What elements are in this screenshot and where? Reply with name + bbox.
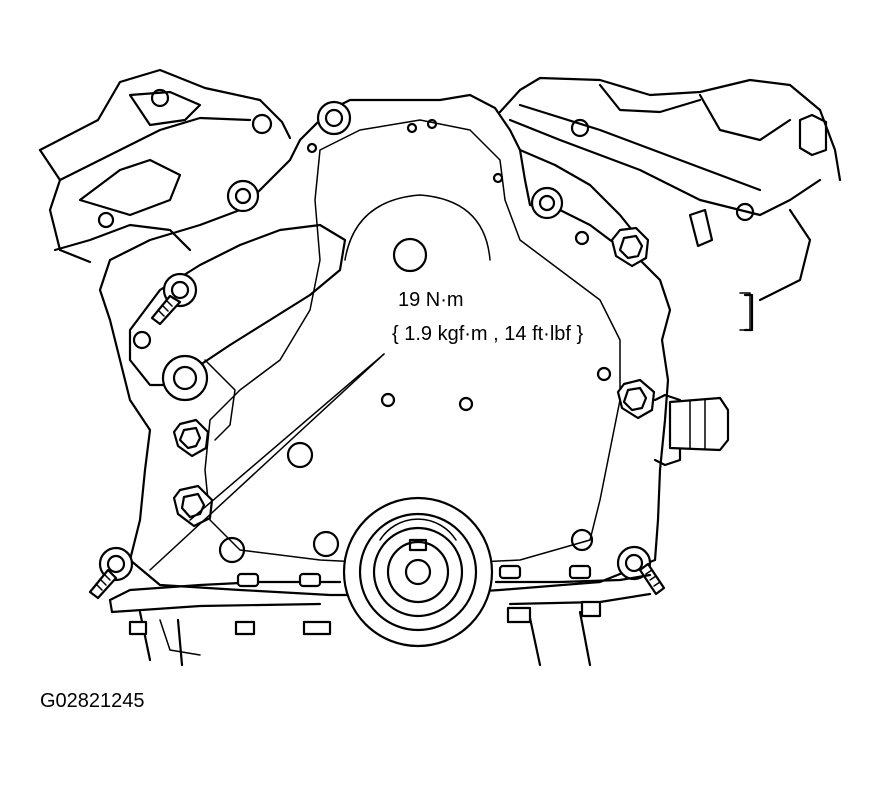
crankshaft-seal [342, 496, 494, 648]
bolt-right-hex [610, 226, 650, 268]
bolt-upper-left [226, 179, 260, 213]
torque-conversion-label: { 1.9 kgf·m , 14 ft·lbf } [390, 323, 586, 346]
stud-bolts [88, 272, 666, 600]
torque-value-label: 19 N·m [396, 289, 466, 312]
right-flange [518, 148, 730, 467]
callout-bracket [739, 292, 751, 331]
bolt-upper-right [530, 186, 564, 220]
stud-left-upper [150, 272, 198, 326]
torque-leader-lines [149, 353, 385, 571]
stud-right-lower [616, 545, 666, 596]
stud-left-lower [88, 546, 134, 600]
bolt-left-mid [172, 418, 210, 458]
engine-block-right [498, 76, 842, 332]
pan-bolts [128, 564, 602, 636]
oil-pan-flange [108, 564, 652, 667]
engine-block-left [38, 68, 292, 264]
figure-id-label: G02821245 [40, 690, 145, 712]
cover-bolts [172, 100, 656, 528]
bolt-left-lower [172, 484, 214, 528]
bolt-top [316, 100, 352, 136]
bolt-right-mid [616, 378, 656, 420]
left-arm-bracket [128, 223, 347, 441]
